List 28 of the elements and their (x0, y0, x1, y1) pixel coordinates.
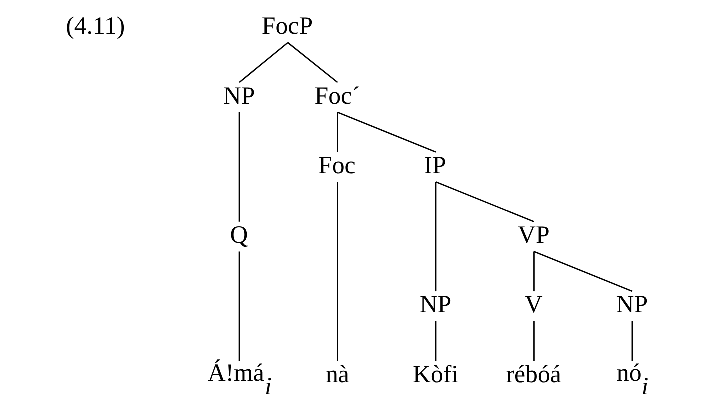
node-text: V (524, 292, 542, 319)
connector (435, 181, 534, 223)
node-text: FocP (261, 13, 313, 40)
node-text: nà (325, 361, 349, 388)
node-text: VP (518, 222, 550, 250)
node-text: Foc´ (314, 82, 360, 110)
connector (238, 252, 240, 362)
connector (336, 112, 338, 152)
node-text: rébóá (506, 361, 561, 388)
connector (434, 182, 436, 292)
connector (631, 321, 633, 362)
connector (287, 42, 338, 84)
node-text: NP (222, 82, 255, 110)
node-text: Kòfi (412, 361, 458, 388)
connector (533, 252, 534, 292)
node-text: NP (419, 292, 452, 319)
connector (336, 182, 338, 362)
connector (337, 112, 436, 153)
node-text: Q (230, 222, 248, 250)
connector (238, 42, 288, 84)
node-text: IP (424, 152, 446, 180)
label: (4.11) (66, 13, 125, 40)
connector (238, 112, 240, 222)
connector (434, 321, 436, 362)
node-text: NP (616, 292, 648, 319)
connector (533, 251, 632, 292)
node-text: Foc (318, 152, 356, 180)
connector (533, 321, 534, 362)
